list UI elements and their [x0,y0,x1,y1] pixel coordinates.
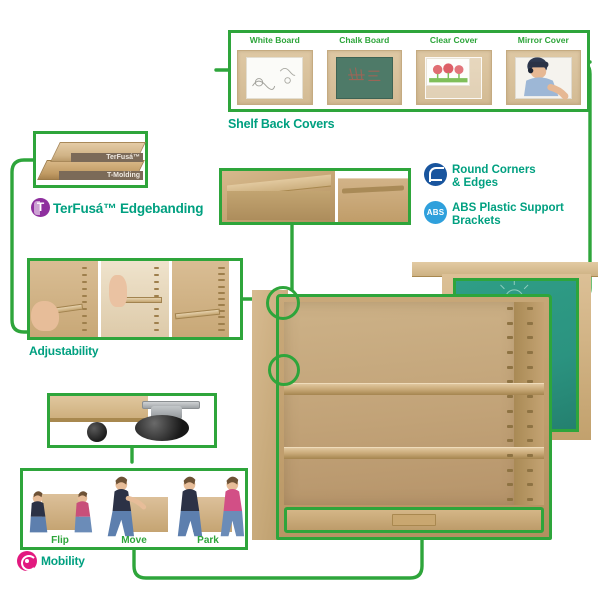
feature-label: ABS Plastic Support Brackets [452,202,564,227]
t-molding-slab-label: T-Molding [59,171,143,180]
peg-holes-detail-photo [172,261,240,337]
whiteboard-panel-icon [237,50,313,105]
mobility-step-label: Move [121,535,147,546]
front-open-bookcase [252,290,552,540]
mobility-steps-panel: Flip Move [20,468,248,550]
terfusa-logo-icon [31,198,50,217]
edge-detail-panel [219,168,411,225]
terfusa-caption-text: TerFusá™ Edgebanding [53,201,204,216]
peg-hole-strip-right [527,307,533,501]
mirror-panel-icon [505,50,581,105]
child-reflection-icon [512,54,574,101]
chalkboard-panel-icon [326,50,402,105]
peg-hole-strip-left [507,307,513,501]
shelf-back-covers-caption: Shelf Back Covers [228,117,335,131]
shelf-cover-label: White Board [249,35,300,45]
abs-bracket-icon: ABS [424,201,447,224]
flower-drawing-icon [428,63,468,83]
round-corner-icon [424,163,447,186]
casters-panel [47,393,217,448]
flip-step-photo: Flip [23,471,97,547]
caster-wheel-icon [134,414,190,442]
peg-column-icon [218,267,226,331]
feature-abs-brackets: ABS ABS Plastic Support Brackets [424,201,564,227]
shelf-edge-photo [337,171,408,222]
small-caster-icon [87,422,108,442]
bookcase-back-panel [284,302,517,505]
child-artwork-icon [425,58,471,86]
shelf-cover-option-white-board[interactable]: White Board [231,33,321,109]
mobility-caption-text: Mobility [41,554,85,568]
whiteboard-doodle-icon [252,68,296,91]
bookcase-body [276,294,552,540]
mobile-classroom-bookcase [252,262,598,540]
bookcase-base-kickplate [284,507,544,533]
adjustability-caption: Adjustability [29,344,99,358]
mobility-swirl-icon [17,551,37,571]
mobility-step-label: Park [197,535,219,546]
terfusa-edgebanding-panel: TerFusá™ T-Molding [33,131,148,188]
peg-column-icon [82,267,88,331]
corner-highlight-ring-top [266,286,300,320]
photo-edge-gap [229,261,240,337]
shelf-cover-option-chalk-board[interactable]: Chalk Board [320,33,410,109]
shelf-back-covers-panel: White Board C [228,30,590,112]
chalkboard-doodle-icon [347,67,380,82]
shelf-cover-label: Chalk Board [339,35,390,45]
feature-round-corners: Round Corners & Edges [424,163,536,189]
rounded-top-edge-photo [222,171,338,222]
child-figure-icon [524,57,569,100]
adjustable-shelf-lower [284,447,544,459]
corner-highlight-ring-mid [268,354,300,386]
clear-acrylic-panel-icon [416,50,492,105]
adjustability-panel [27,258,243,340]
hand-removing-shelf-photo [30,261,101,337]
mobility-step-label: Flip [51,535,69,546]
brand-plate [392,514,436,526]
terfusa-slab-label: TerFusá™ [71,153,143,162]
feature-label: Round Corners & Edges [452,164,536,189]
swivel-caster-closeup-photo [129,400,204,442]
shelf-cover-label: Mirror Cover [517,35,569,45]
move-step-photo: Move [97,471,171,547]
shelf-cover-option-mirror-cover[interactable]: Mirror Cover [499,33,587,109]
abs-icon-text: ABS [426,208,445,217]
mobility-caption-row: Mobility [17,551,85,571]
shelf-cover-label: Clear Cover [429,35,478,45]
hand-placing-shelf-photo [101,261,172,337]
mini-shelf-icon [42,493,80,531]
adjustable-shelf-upper [284,383,544,395]
cabinet-base-caster-photo [50,396,149,445]
park-step-photo: Park [171,471,245,547]
shelf-cover-option-clear-cover[interactable]: Clear Cover [410,33,500,109]
terfusa-caption-row: TerFusá™ Edgebanding [31,198,203,217]
hand-icon [31,300,59,331]
person-pushing-icon [107,476,147,537]
people-flipping-icon [29,491,93,533]
hand-icon [109,274,127,307]
